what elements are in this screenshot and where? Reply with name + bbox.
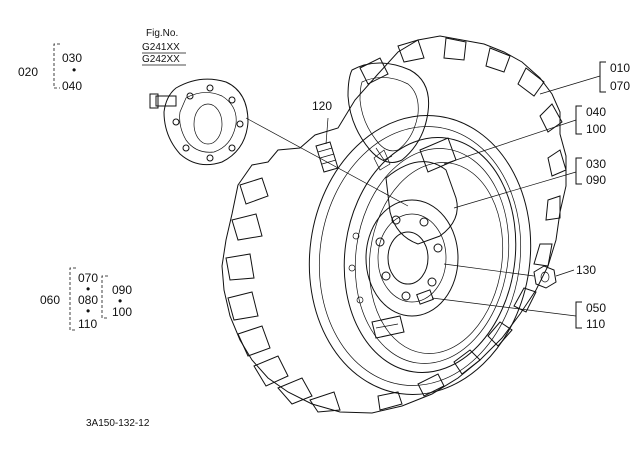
callout-040-a: 040 bbox=[62, 79, 82, 93]
callout-100-b: 100 bbox=[112, 305, 132, 319]
callout-110-b: 110 bbox=[78, 317, 97, 331]
wheel-disc bbox=[348, 161, 459, 339]
callout-130: 130 bbox=[576, 263, 596, 277]
tire bbox=[221, 35, 567, 414]
valve bbox=[416, 289, 434, 305]
callout-030-a: 030 bbox=[62, 51, 82, 65]
callout-020: 020 bbox=[18, 65, 38, 79]
svg-text:•: • bbox=[86, 282, 90, 296]
callout-090-a: 090 bbox=[586, 173, 606, 187]
callout-030-b: 030 bbox=[586, 157, 606, 171]
callout-040-b: 040 bbox=[586, 105, 606, 119]
drawing-code: 3A150-132-12 bbox=[86, 418, 150, 429]
callout-090-b: 090 bbox=[112, 283, 132, 297]
callout-110-a: 110 bbox=[586, 317, 605, 331]
svg-text:•: • bbox=[72, 63, 76, 77]
leader-lines bbox=[53, 43, 606, 331]
hub-flange bbox=[149, 78, 249, 166]
figure-reference: Fig.No. G241XX G242XX 3A150-132-12 bbox=[86, 28, 186, 429]
nut bbox=[533, 265, 557, 289]
callout-060: 060 bbox=[40, 293, 60, 307]
fig-no-label: Fig.No. bbox=[146, 28, 178, 39]
fig-no-2: G242XX bbox=[142, 54, 180, 65]
svg-text:•: • bbox=[86, 304, 90, 318]
svg-text:•: • bbox=[118, 294, 122, 308]
rim bbox=[343, 137, 517, 373]
callout-120: 120 bbox=[312, 99, 332, 113]
callout-080: 080 bbox=[78, 293, 98, 307]
callout-070-a: 070 bbox=[610, 79, 630, 93]
fig-no-1: G241XX bbox=[142, 42, 180, 53]
tube bbox=[347, 62, 430, 163]
callout-100-a: 100 bbox=[586, 122, 606, 136]
callout-070-b: 070 bbox=[78, 271, 98, 285]
callout-010: 010 bbox=[610, 61, 630, 75]
callout-labels: 020 030 • 040 120 010 070 040 100 030 09… bbox=[18, 51, 630, 331]
callout-050: 050 bbox=[586, 301, 606, 315]
stud-bolt bbox=[315, 141, 339, 173]
